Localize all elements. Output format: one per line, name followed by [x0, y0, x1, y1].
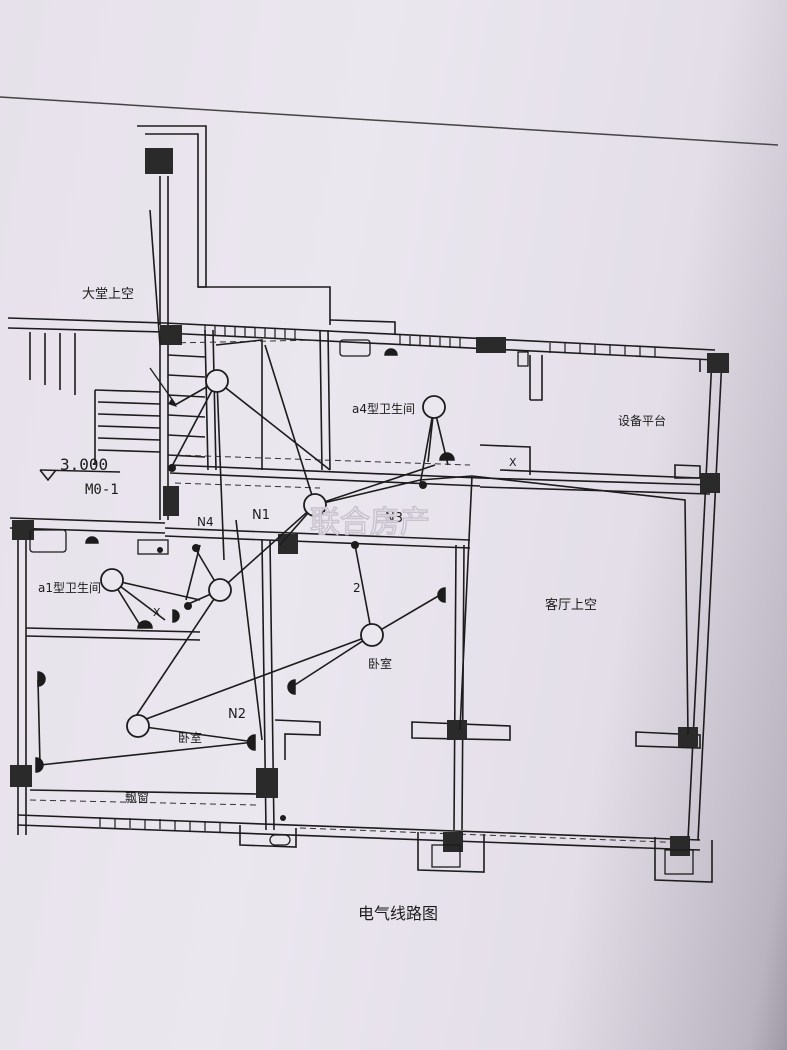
wall-light-icon — [37, 671, 46, 687]
ceiling-light-icon — [208, 578, 232, 602]
column-icon — [160, 325, 182, 345]
wall-light-icon — [172, 609, 180, 623]
room-label-bedroom-1: 卧室 — [368, 656, 392, 671]
columns — [10, 148, 729, 856]
room-label-bathroom-a4: a4型卫生间 — [352, 402, 415, 416]
sheet-top-edge — [0, 96, 779, 146]
wall-light-icon — [287, 679, 296, 695]
switch-icon — [192, 544, 200, 552]
wall-light-icon — [437, 587, 446, 603]
column-icon — [163, 486, 179, 516]
column-icon — [447, 720, 467, 740]
lights — [100, 369, 446, 738]
switch-count-label: 2 — [353, 581, 361, 595]
column-icon — [278, 534, 298, 554]
ceiling-light-icon — [126, 714, 150, 738]
ceiling-light-icon — [422, 395, 446, 419]
column-icon — [145, 148, 173, 174]
switch-icon — [168, 464, 176, 472]
stair-arrow-head — [168, 398, 177, 407]
room-label-equipment-platform: 设备平台 — [618, 413, 666, 428]
room-label-living-void: 客厅上空 — [545, 597, 597, 613]
ceiling-light-icon — [100, 568, 124, 592]
socket-icon — [85, 536, 99, 544]
windows — [99, 325, 656, 832]
column-icon — [670, 836, 690, 856]
switch-icon — [157, 547, 163, 553]
column-icon — [256, 768, 278, 798]
circuit-n1-label: N1 — [252, 508, 270, 523]
wall-light-icon — [35, 757, 44, 773]
column-icon — [700, 473, 720, 493]
room-label-bay-window: 飘窗 — [125, 791, 149, 805]
sockets — [35, 348, 455, 773]
circuit-n3-label: N3 — [385, 511, 403, 526]
switches — [157, 464, 427, 821]
column-icon — [707, 353, 729, 373]
room-label-bathroom-a1: a1型卫生间 — [38, 581, 101, 595]
switch-icon — [280, 815, 286, 821]
column-icon — [10, 765, 32, 787]
switch-icon — [351, 541, 359, 549]
socket-icon — [137, 620, 153, 629]
drawing-title: 电气线路图 — [358, 904, 438, 923]
circuit-n4-label: N4 — [197, 515, 214, 529]
ceiling-light-icon — [360, 623, 384, 647]
wiring — [37, 209, 701, 766]
room-label-bedroom-2: 卧室 — [178, 730, 202, 745]
watermark: 联合房产 — [310, 505, 430, 540]
wall-light-icon — [246, 734, 256, 751]
elevation-label: 3.000 — [60, 455, 108, 474]
column-icon — [476, 337, 506, 353]
socket-icon — [439, 452, 455, 461]
switch-x-label-1: X — [153, 606, 161, 619]
column-icon — [12, 520, 34, 540]
circuit-n2-label: N2 — [228, 707, 246, 722]
room-label-lobby-void: 大堂上空 — [82, 287, 134, 302]
conduit-dashes — [29, 339, 691, 844]
switch-icon — [419, 481, 427, 489]
ceiling-light-icon — [205, 369, 229, 393]
column-icon — [443, 832, 463, 852]
switch-icon — [184, 602, 192, 610]
door-tag-label: M0-1 — [85, 482, 119, 498]
walls — [7, 125, 723, 883]
socket-icon — [384, 348, 398, 356]
ceiling-light-icon — [303, 493, 327, 517]
fixtures — [29, 339, 694, 875]
switch-x-label-2: X — [509, 456, 517, 469]
column-icon — [678, 727, 698, 747]
